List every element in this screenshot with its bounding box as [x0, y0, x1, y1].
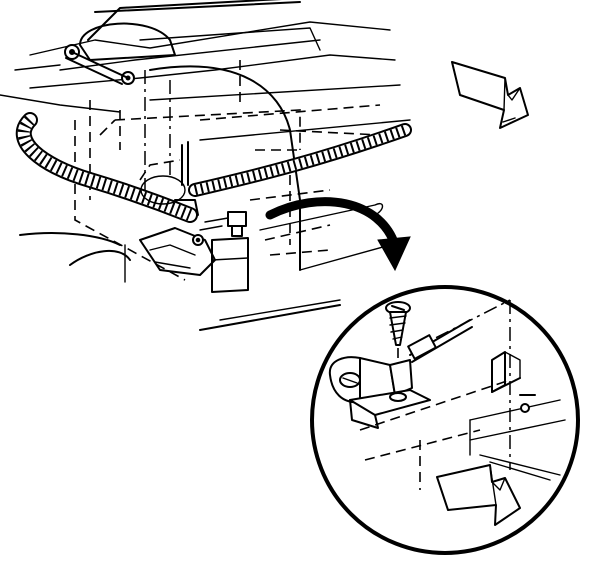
curved-arrow-icon — [265, 197, 411, 272]
front-arrow-icon — [436, 464, 521, 526]
wiring-harness — [15, 112, 412, 223]
sensor-connector — [328, 356, 431, 429]
detail-callout-circle — [310, 285, 580, 555]
front-arrow-icon — [451, 61, 529, 129]
vehicle-frame-assembly — [0, 0, 411, 331]
